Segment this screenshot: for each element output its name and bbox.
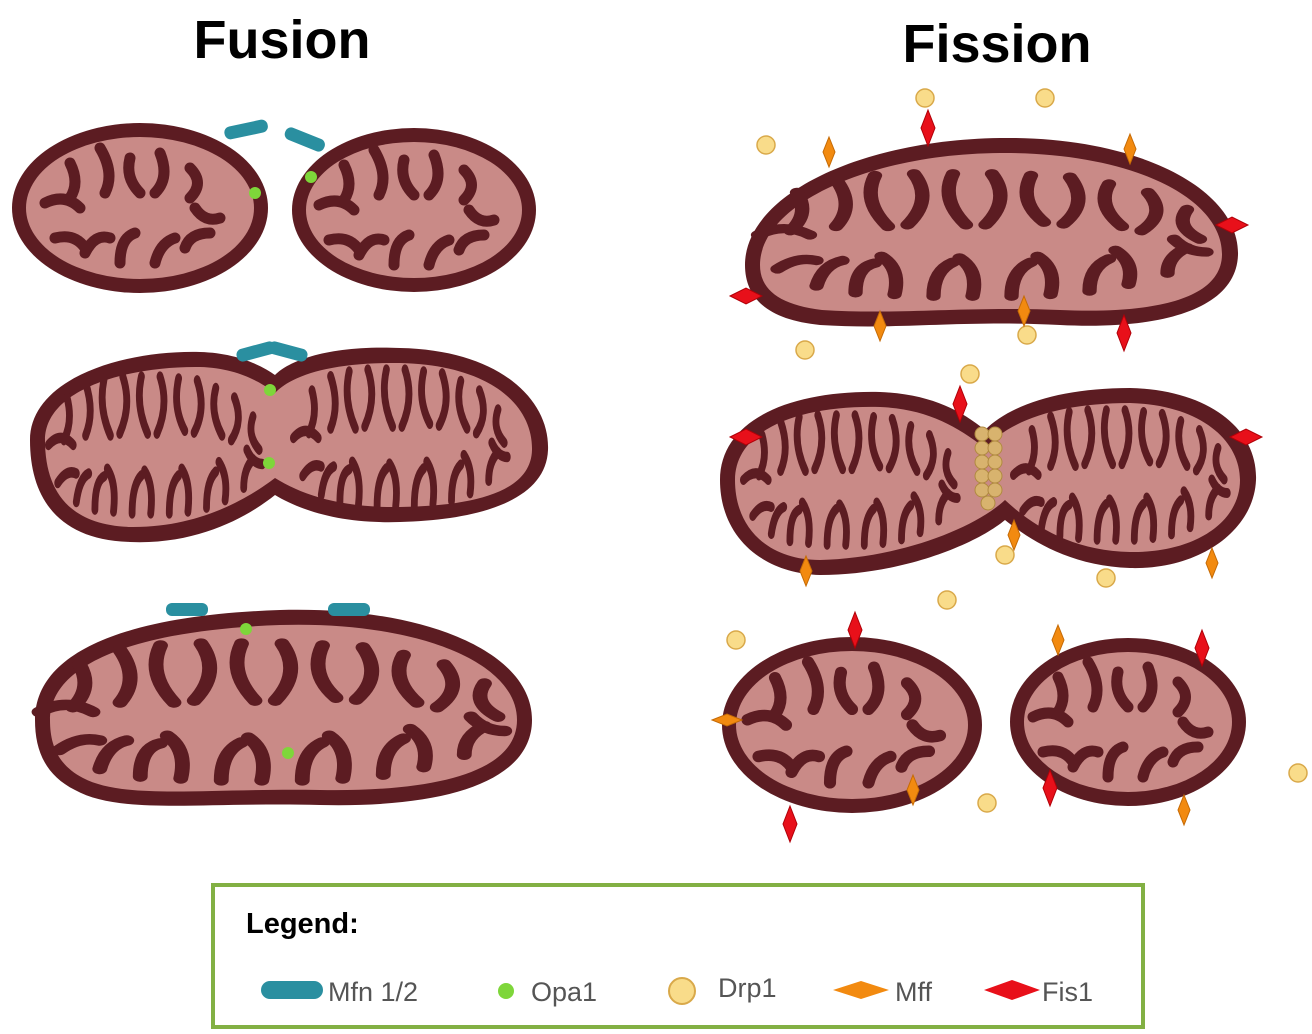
opa1-dot xyxy=(263,457,275,469)
mff-diamond-icon xyxy=(833,981,889,999)
opa1-dot xyxy=(264,384,276,396)
mfn-rod xyxy=(166,603,208,616)
fusion-mitochondrion-fusing xyxy=(30,348,548,543)
opa1-dot-icon xyxy=(498,983,514,999)
fusion-mitochondrion-right xyxy=(292,128,536,292)
fission-title: Fission xyxy=(902,14,1091,74)
fission-mitochondrion-long xyxy=(745,138,1238,326)
fusion-title: Fusion xyxy=(194,10,371,70)
legend-label-opa1: Opa1 xyxy=(531,977,597,1007)
legend-item-mff: Mff xyxy=(833,977,933,1007)
opa1-dot xyxy=(240,623,252,635)
fis1-diamond-icon xyxy=(984,980,1040,1000)
opa1-dot xyxy=(282,747,294,759)
fission-mitochondrion-daughter-left xyxy=(722,637,982,813)
legend-items: Mfn 1/2 Opa1 Drp1 Mff Fis1 xyxy=(211,955,1145,1025)
legend-label-mff: Mff xyxy=(895,977,933,1007)
opa1-dot xyxy=(305,171,317,183)
mfn-rod xyxy=(267,340,309,363)
mfn-rod xyxy=(223,119,269,141)
mfn-rod xyxy=(283,126,327,154)
legend-item-drp1: Drp1 xyxy=(669,973,777,1004)
legend-label-fis1: Fis1 xyxy=(1042,977,1093,1007)
legend-title: Legend: xyxy=(246,908,359,941)
legend-label-mfn: Mfn 1/2 xyxy=(328,977,418,1007)
fusion-mitochondrion-fused xyxy=(35,610,532,806)
fusion-mitochondrion-left xyxy=(12,123,268,293)
legend-item-mfn: Mfn 1/2 xyxy=(261,977,418,1007)
legend-label-drp1: Drp1 xyxy=(718,973,777,1003)
drp1-circle-icon xyxy=(669,978,695,1004)
fission-mitochondrion-constricting xyxy=(720,388,1256,575)
mfn-rod-icon xyxy=(261,981,323,999)
opa1-dot xyxy=(249,187,261,199)
legend-item-fis1: Fis1 xyxy=(984,977,1093,1007)
legend-item-opa1: Opa1 xyxy=(498,977,597,1007)
mfn-rod xyxy=(328,603,370,616)
